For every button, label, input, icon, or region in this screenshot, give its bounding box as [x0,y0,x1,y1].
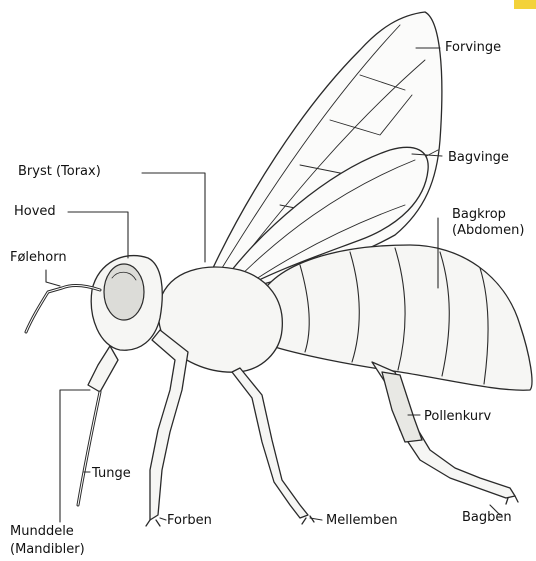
pollen-basket [382,372,422,442]
front-leg [150,330,188,520]
label-folehorn: Følehorn [10,250,67,265]
middle-leg [232,368,308,518]
antenna [26,286,100,332]
leader-folehorn [46,270,60,286]
label-forben: Forben [167,513,212,528]
abdomen [255,245,532,390]
label-bagvinge: Bagvinge [448,150,509,165]
leader-hoved [68,212,128,258]
label-abdomen: (Abdomen) [452,223,524,238]
mandible [88,346,118,392]
label-tunge: Tunge [92,466,131,481]
label-bagben: Bagben [462,510,512,525]
label-hoved: Hoved [14,204,56,219]
label-mellemben: Mellemben [326,513,398,528]
label-munddele: Munddele [10,524,74,539]
leader-bryst [142,173,205,262]
label-pollenkurv: Pollenkurv [424,409,491,424]
label-bagkrop: Bagkrop [452,207,506,222]
label-mandibler: (Mandibler) [10,542,85,557]
label-bryst: Bryst (Torax) [18,164,101,179]
label-forvinge: Forvinge [445,40,501,55]
leader-forben [160,518,166,520]
